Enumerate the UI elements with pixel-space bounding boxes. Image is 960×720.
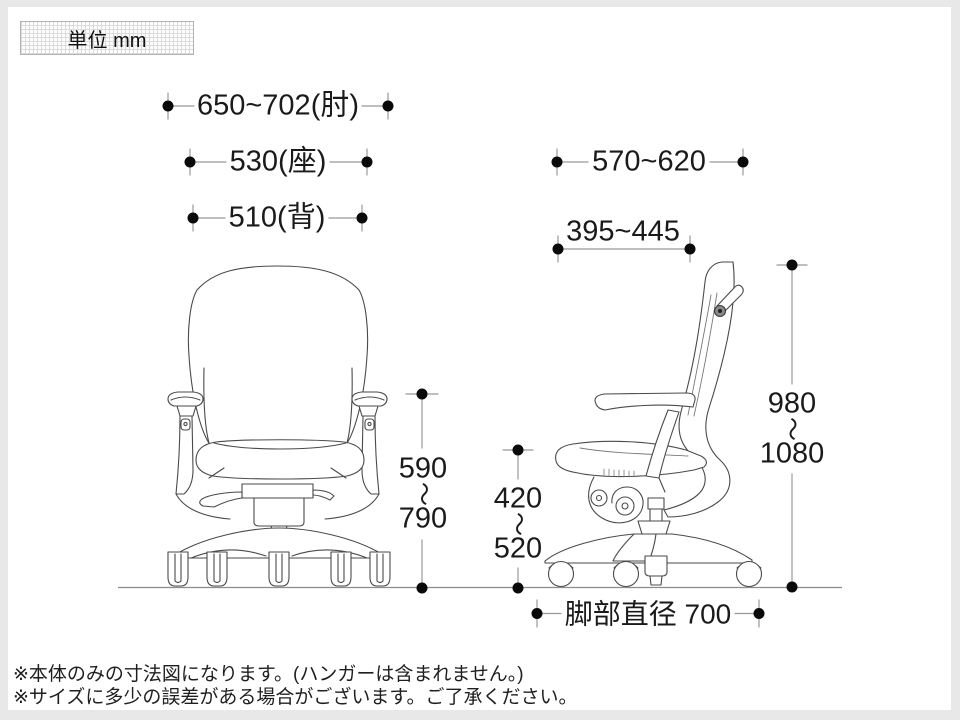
tilde-glyph: 〜	[504, 512, 532, 536]
tilde-glyph: 〜	[409, 482, 437, 506]
dim-back-width-label: 510(背)	[228, 201, 326, 234]
footnote-line-1: ※本体のみの寸法図になります。(ハンガーは含まれません。)	[13, 664, 524, 685]
dim-base-diameter-label: 脚部直径 700	[564, 598, 732, 630]
dimension-dots	[162, 100, 798, 619]
seat-height-from: 420	[493, 482, 543, 515]
armrest-height-to: 790	[398, 502, 448, 535]
tilde-glyph: 〜	[778, 417, 806, 441]
dim-seat-height-label: 420 〜 520	[493, 482, 543, 565]
chair-front-view-drawing	[167, 265, 391, 587]
chair-side-view-drawing	[544, 261, 763, 588]
dim-overall-height-label: 980 〜 1080	[759, 387, 825, 470]
dim-overall-depth-label: 570~620	[592, 145, 706, 178]
unit-box: 単位 mm	[20, 21, 194, 55]
footnotes: ※本体のみの寸法図になります。(ハンガーは含まれません。) ※サイズに多少の誤差…	[13, 663, 577, 709]
dim-arm-width-label: 650~702(肘)	[196, 89, 360, 122]
overall-height-to: 1080	[759, 437, 825, 470]
dim-armrest-height-label: 590 〜 790	[398, 452, 448, 535]
overall-height-from: 980	[767, 387, 817, 420]
footnote-line-2: ※サイズに多少の誤差がある場合がございます。ご了承ください。	[13, 687, 578, 708]
dim-seat-depth-label: 395~445	[566, 215, 680, 248]
seat-height-to: 520	[493, 532, 543, 565]
dim-seat-width-label: 530(座)	[229, 145, 327, 178]
diagram-canvas	[8, 7, 951, 710]
armrest-height-from: 590	[398, 452, 448, 485]
unit-label: 単位 mm	[67, 29, 147, 52]
